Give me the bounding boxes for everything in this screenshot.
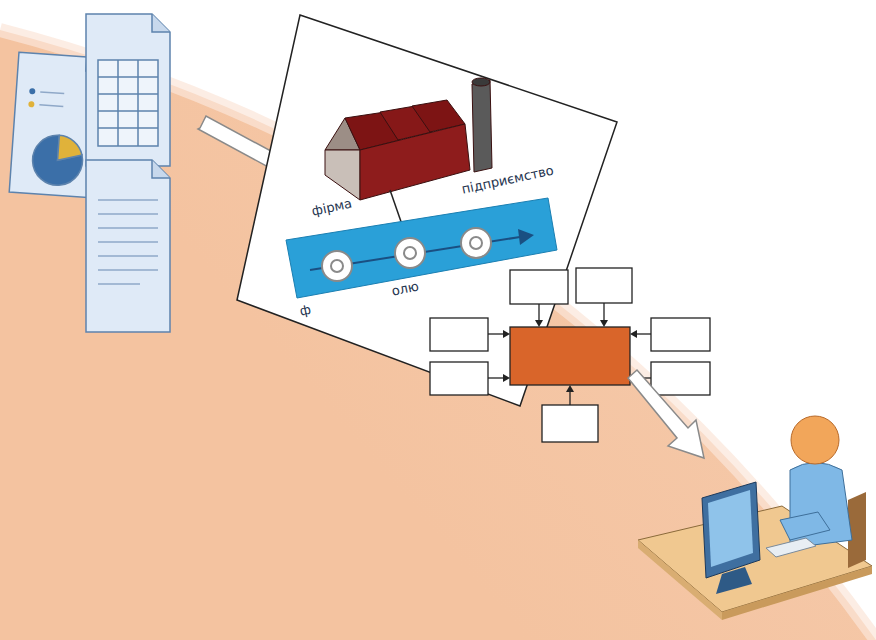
stage-circles bbox=[322, 228, 491, 281]
documents bbox=[9, 14, 170, 332]
flow-arrow bbox=[628, 370, 704, 458]
user-at-computer bbox=[638, 416, 872, 620]
ground-edge bbox=[0, 30, 876, 640]
ground bbox=[0, 30, 876, 640]
